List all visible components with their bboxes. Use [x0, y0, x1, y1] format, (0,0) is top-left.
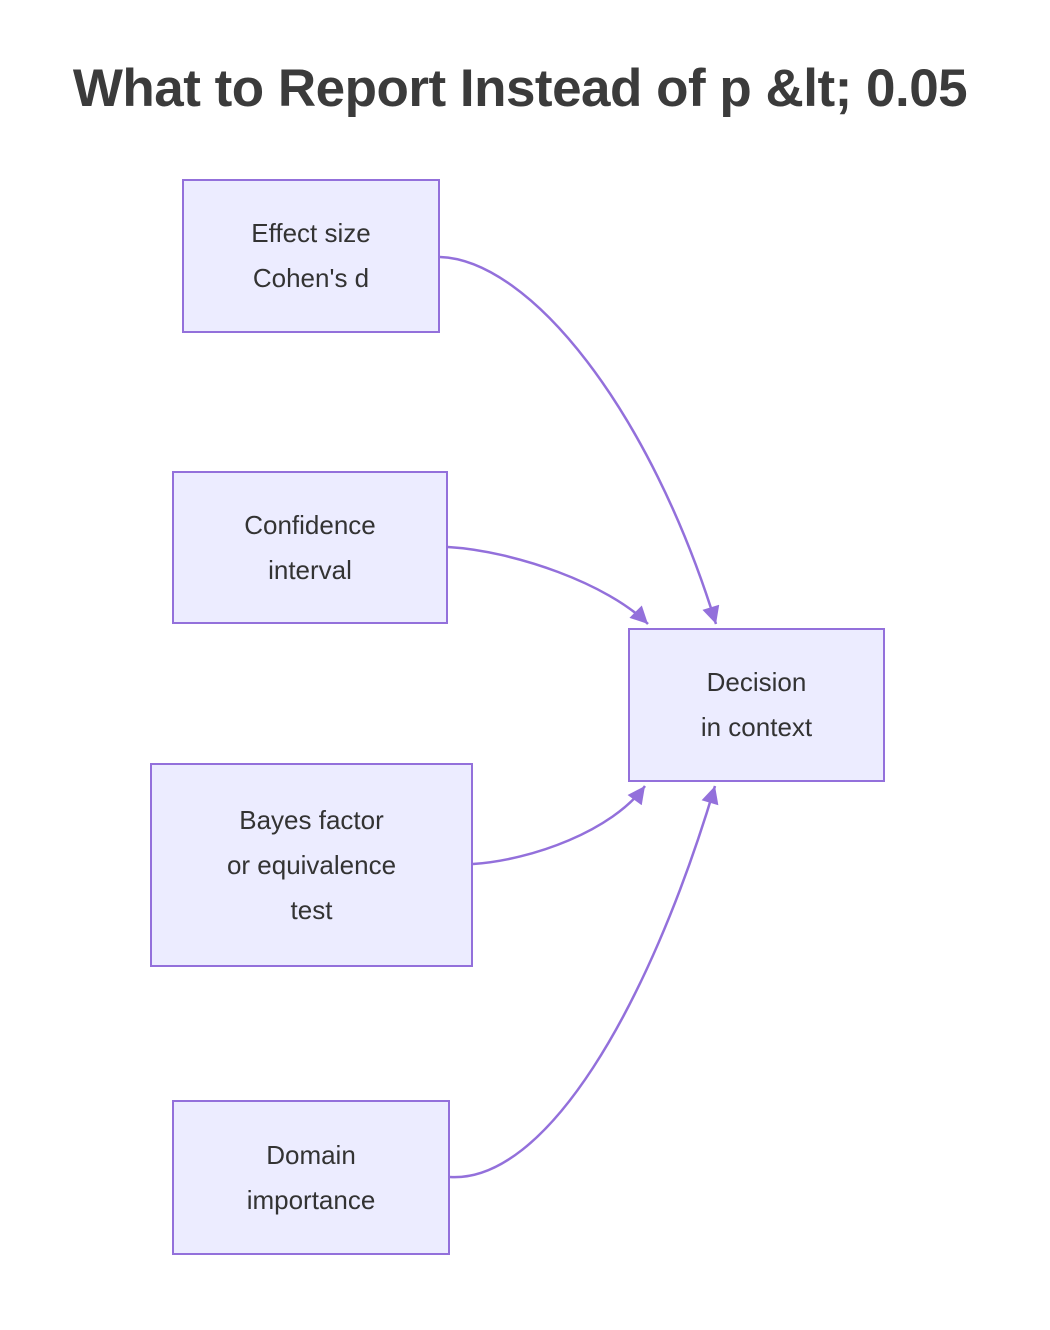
- node-confidence-interval: Confidence interval: [172, 471, 448, 624]
- node-bayes-factor: Bayes factor or equivalence test: [150, 763, 473, 967]
- node-effect-size: Effect size Cohen's d: [182, 179, 440, 333]
- node-decision-in-context: Decision in context: [628, 628, 885, 782]
- edge-bayes-factor-to-decision: [472, 785, 647, 866]
- diagram-title: What to Report Instead of p &lt; 0.05: [72, 59, 968, 118]
- node-label-line: Cohen's d: [252, 263, 370, 293]
- node-label-line: Confidence: [244, 509, 376, 540]
- node-label-line: interval: [268, 554, 352, 585]
- node-label-line: or equivalence: [226, 849, 397, 880]
- node-label-line: in context: [700, 712, 813, 742]
- node-label-line: test: [290, 894, 333, 925]
- edge-domain-importance-to-decision: [449, 785, 719, 1179]
- edge-confidence-interval-to-decision: [447, 545, 649, 625]
- node-label-line: Decision: [706, 667, 807, 697]
- node-label-line: Domain: [266, 1139, 356, 1170]
- edge-effect-size-to-decision: [439, 255, 720, 625]
- node-domain-importance: Domain importance: [172, 1100, 450, 1255]
- node-label-line: importance: [246, 1184, 376, 1215]
- node-label-line: Bayes factor: [239, 804, 384, 835]
- node-label-line: Effect size: [251, 218, 371, 248]
